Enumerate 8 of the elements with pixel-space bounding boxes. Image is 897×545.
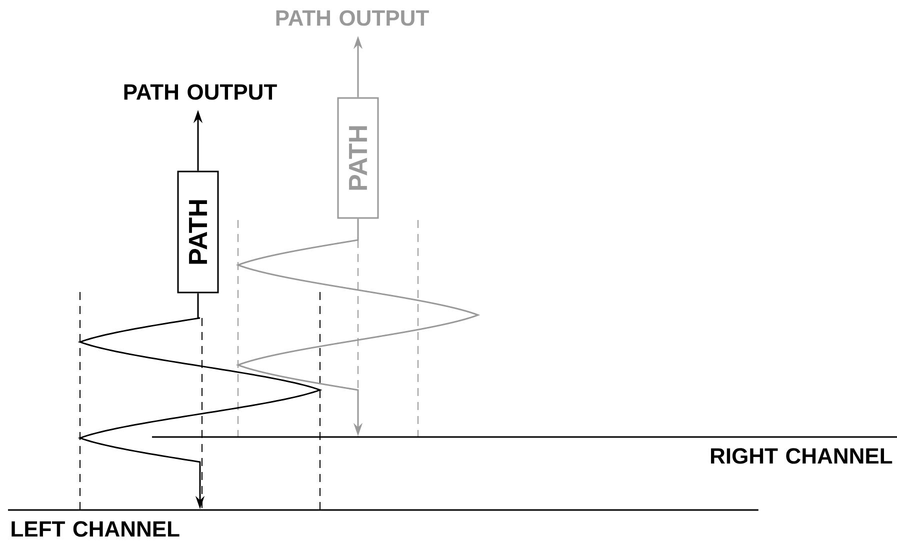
channel-label: LEFT CHANNEL [12, 521, 180, 537]
output-label: PATH OUTPUT [276, 10, 429, 26]
channel-label: RIGHT CHANNEL [711, 448, 892, 464]
path-box: PATH [337, 97, 379, 219]
output-label: PATH OUTPUT [124, 84, 277, 100]
channel-line [152, 436, 897, 438]
path-box: PATH [177, 170, 219, 294]
channel-line [8, 509, 758, 511]
